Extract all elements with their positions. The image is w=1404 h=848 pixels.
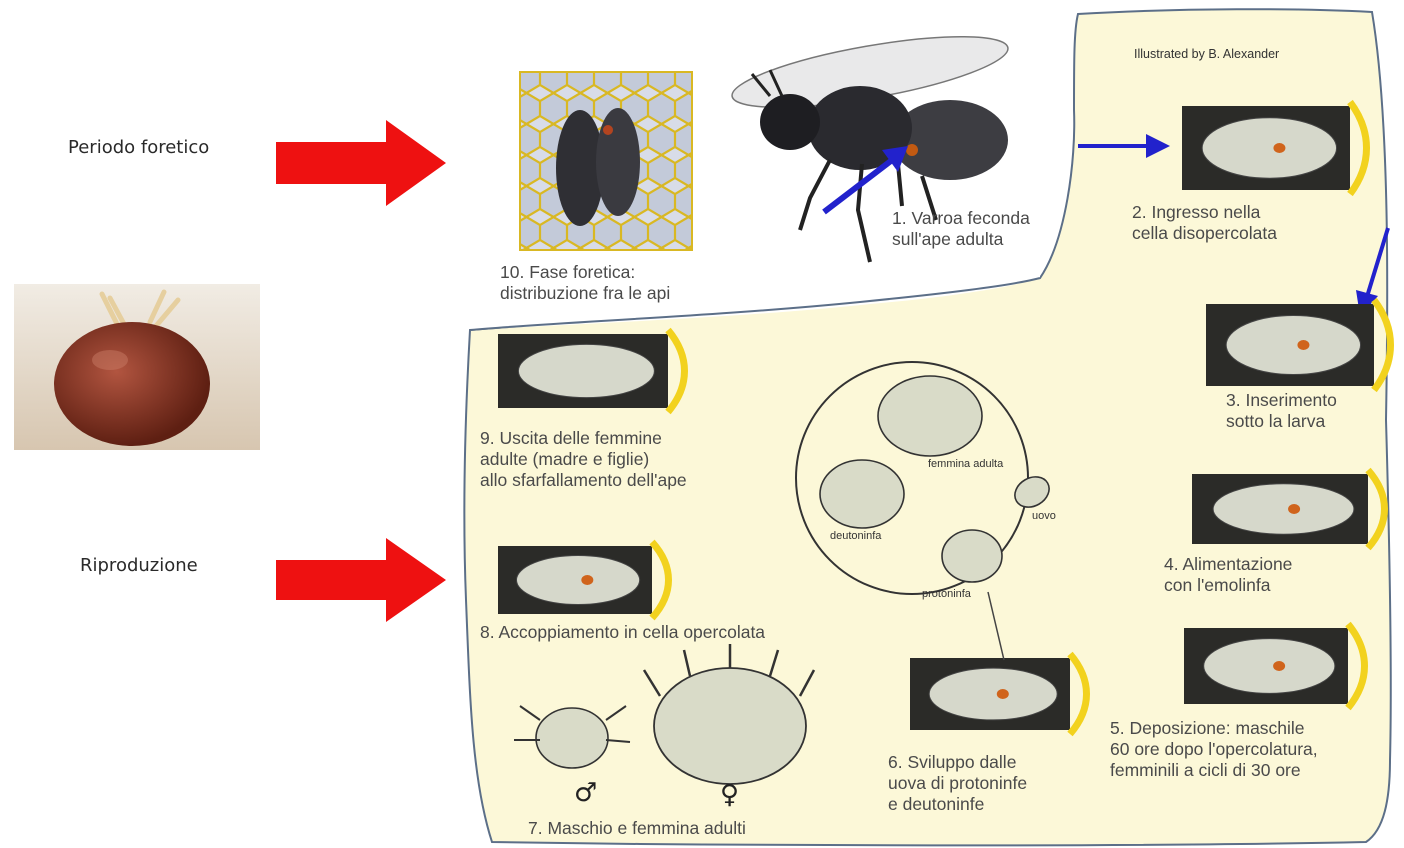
cell-stage-8 [498,542,669,618]
red-arrow-reproduction [276,538,446,622]
illustrator-credit: Illustrated by B. Alexander [1134,44,1279,65]
cell-stage-9 [498,330,685,412]
stage-1-caption: 1. Varroa fecondasull'ape adulta [892,208,1030,250]
stage-8-caption: 8. Accoppiamento in cella opercolata [480,622,765,643]
stage-7-caption: 7. Maschio e femmina adulti [528,818,746,839]
cell-stage-3 [1206,300,1391,390]
deutonymph-label: deutoninfa [830,530,881,543]
cell-stage-4 [1192,470,1385,548]
honeycomb-illustration [520,72,692,250]
reproduction-label: Riproduzione [80,555,198,576]
stage-2-caption: 2. Ingresso nellacella disopercolata [1132,202,1277,244]
stage-4-caption: 4. Alimentazionecon l'emolinfa [1164,554,1292,596]
red-arrow-phoretic [276,120,446,206]
cell-stage-2 [1182,102,1367,194]
protonymph-label: protoninfa [922,588,971,601]
adult-female-label: femmina adulta [928,458,1003,471]
cell-stage-6 [910,654,1087,734]
stage-9-caption: 9. Uscita delle femmineadulte (madre e f… [480,428,687,491]
female-symbol: ♀ [720,782,739,808]
stage-10-caption: 10. Fase foretica:distribuzione fra le a… [500,262,670,304]
cell-stage-5 [1184,624,1365,708]
male-symbol: ♂ [574,780,597,806]
egg-label: uovo [1032,510,1056,523]
stage-6-caption: 6. Sviluppo dalleuova di protoninfee deu… [888,752,1027,815]
stage-3-caption: 3. Inserimentosotto la larva [1226,390,1337,432]
phoretic-period-label: Periodo foretico [68,137,209,158]
stage-5-caption: 5. Deposizione: maschile60 ore dopo l'op… [1110,718,1318,781]
varroa-photo [14,284,260,450]
